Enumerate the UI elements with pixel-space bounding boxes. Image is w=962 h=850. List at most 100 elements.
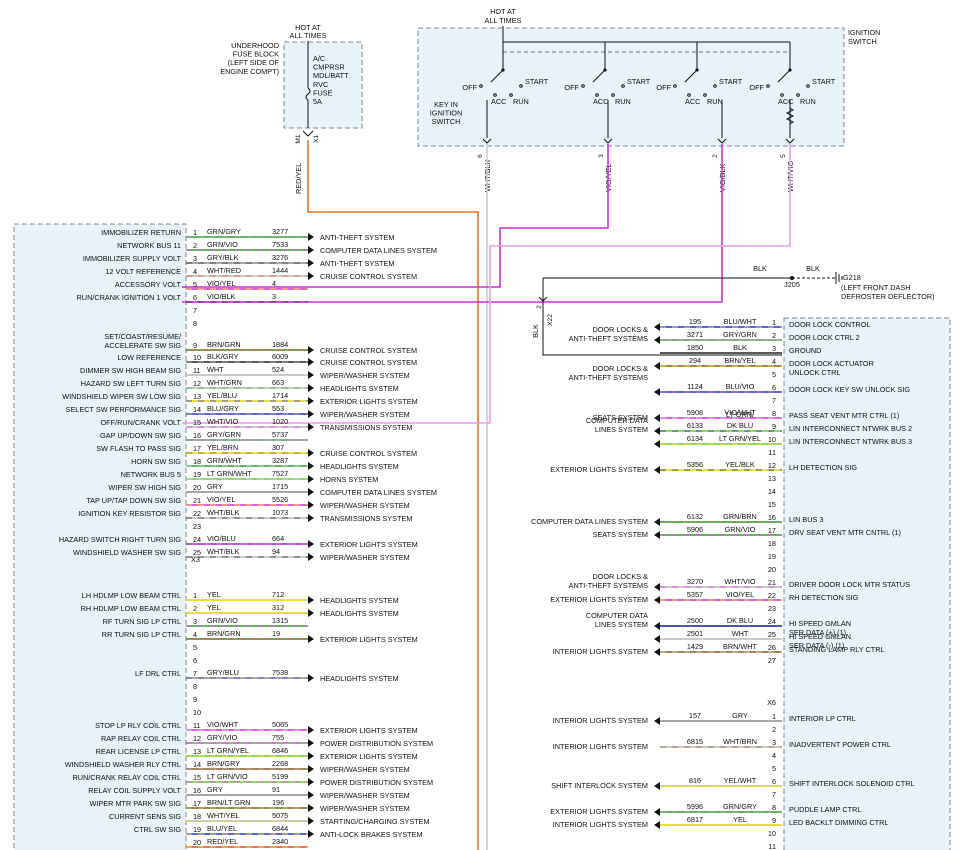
left-circuit-number: 1315 [272, 616, 288, 625]
left-arrow-icon [308, 410, 314, 418]
left-system-label: WIPER/WASHER SYSTEM [320, 371, 410, 380]
right-wire-label: LT GRN/YEL [719, 434, 761, 443]
ign-run-label: RUN [707, 97, 723, 106]
right-pin-number: 5 [772, 764, 776, 773]
left-arrow-icon [308, 514, 314, 522]
left-system-label: CRUISE CONTROL SYSTEM [320, 346, 417, 355]
left-pin-label: OFF/RUN/CRANK VOLT [100, 418, 181, 427]
right-wire-label: DK BLU [727, 616, 753, 625]
left-circuit-number: 663 [272, 378, 284, 387]
ign-off-label: OFF [749, 83, 764, 92]
ign-resistor-icon [785, 107, 795, 125]
left-pin-number: 14 [193, 760, 201, 769]
left-arrow-icon [308, 596, 314, 604]
left-wire-label: GRY [207, 482, 223, 491]
left-pin-label: HAZARD SW LEFT TURN SIG [81, 379, 182, 388]
left-system-label: ANTI-THEFT SYSTEM [320, 233, 394, 242]
left-circuit-number: 712 [272, 590, 284, 599]
right-wire-label: BRN/WHT [723, 642, 758, 651]
left-pin-label: RELAY COIL SUPPLY VOLT [88, 786, 181, 795]
right-pin-label: UNLOCK CTRL [789, 368, 841, 377]
left-wire-label: BLK/GRY [207, 352, 239, 361]
fuse-desc-label: RVC [313, 80, 328, 89]
left-pin-label: RR TURN SIG LP CTRL [102, 630, 181, 639]
left-arrow-icon [308, 635, 314, 643]
right-circuit-number: 294 [689, 356, 701, 365]
right-pin-number: 4 [772, 751, 776, 760]
right-wire-label: GRN/GRY [723, 802, 757, 811]
left-pin-number: 10 [193, 708, 201, 717]
left-pin-number: 16 [193, 786, 201, 795]
ign-acc-label: ACC [778, 97, 793, 106]
left-pin-label: SET/COAST/RESUME/ [104, 332, 182, 341]
ign-connector-icon [785, 138, 795, 144]
right-circuit-number: 6817 [687, 815, 703, 824]
left-system-label: COMPUTER DATA LINES SYSTEM [320, 488, 437, 497]
fuse-wire-label: RED/YEL [294, 163, 303, 194]
right-circuit-number: 3270 [687, 577, 703, 586]
fuse-desc-label: A/C [313, 54, 325, 63]
right-arrow-icon [654, 466, 660, 474]
left-pin-number: 9 [193, 695, 197, 704]
right-pin-label: DOOR LOCK CONTROL [789, 320, 871, 329]
left-pin-number: 7 [193, 306, 197, 315]
ign-pin: 2 [712, 154, 719, 158]
ign-connector-icon [717, 138, 727, 144]
right-pin-number: 17 [768, 526, 776, 535]
left-wire-label: GRN/VIO [207, 616, 238, 625]
right-circuit-number: 3271 [687, 330, 703, 339]
right-pin-row: 27 [768, 656, 776, 665]
ign-contact-pivot [501, 68, 505, 72]
left-arrow-icon [308, 540, 314, 548]
left-wire-label: BRN/LT GRN [207, 798, 251, 807]
left-system-label: HEADLIGHTS SYSTEM [320, 674, 399, 683]
right-pin-label: STANDING LAMP RLY CTRL [789, 645, 885, 654]
left-wire-label: BRN/GRN [207, 629, 241, 638]
right-pin-row: DRV SEAT VENT MTR CNTRL (1)17GRN/VIO5906… [593, 525, 901, 539]
ign-start-label: START [812, 77, 836, 86]
ign-acc-label: ACC [593, 97, 608, 106]
right-circuit-number: 6134 [687, 434, 703, 443]
left-wire-label: WHT/BLK [207, 547, 240, 556]
fuse-desc-label: FUSE [313, 88, 333, 97]
left-circuit-number: 4 [272, 279, 276, 288]
left-wire-label: VIO/WHT [207, 720, 239, 729]
left-pin-label: REAR LICENSE LP CTRL [96, 747, 181, 756]
left-pin-number: 22 [193, 509, 201, 518]
left-pin-number: 1 [193, 228, 197, 237]
ign-off-label: OFF [564, 83, 579, 92]
ground-wire-label: BLK [531, 324, 540, 338]
left-pin-number: 19 [193, 470, 201, 479]
ign-connector-icon [482, 138, 492, 144]
right-pin-number: 15 [768, 500, 776, 509]
fuse-symbol [305, 87, 311, 101]
right-system-label: INTERIOR LIGHTS SYSTEM [553, 820, 648, 829]
right-wire-label: VIO/YEL [726, 590, 754, 599]
ign-off-contact [581, 84, 585, 88]
left-circuit-number: 6009 [272, 352, 288, 361]
ign-start-contact [621, 84, 625, 88]
right-circuit-number: 1850 [687, 343, 703, 352]
left-pin-number: 17 [193, 444, 201, 453]
right-circuit-number: 5357 [687, 590, 703, 599]
left-wire-label: LT GRN/VIO [207, 772, 248, 781]
fuse-conn: X1 [313, 135, 320, 143]
left-circuit-number: 94 [272, 547, 280, 556]
left-pin-number: 18 [193, 457, 201, 466]
left-pin-label: HORN SW SIG [131, 457, 181, 466]
left-system-label: CRUISE CONTROL SYSTEM [320, 272, 417, 281]
right-wire-label: BLK [733, 343, 747, 352]
right-arrow-icon [654, 622, 660, 630]
left-pin-label: SW FLASH TO PASS SIG [96, 444, 181, 453]
right-pin-row: 18 [768, 539, 776, 548]
ign-start-contact [519, 84, 523, 88]
